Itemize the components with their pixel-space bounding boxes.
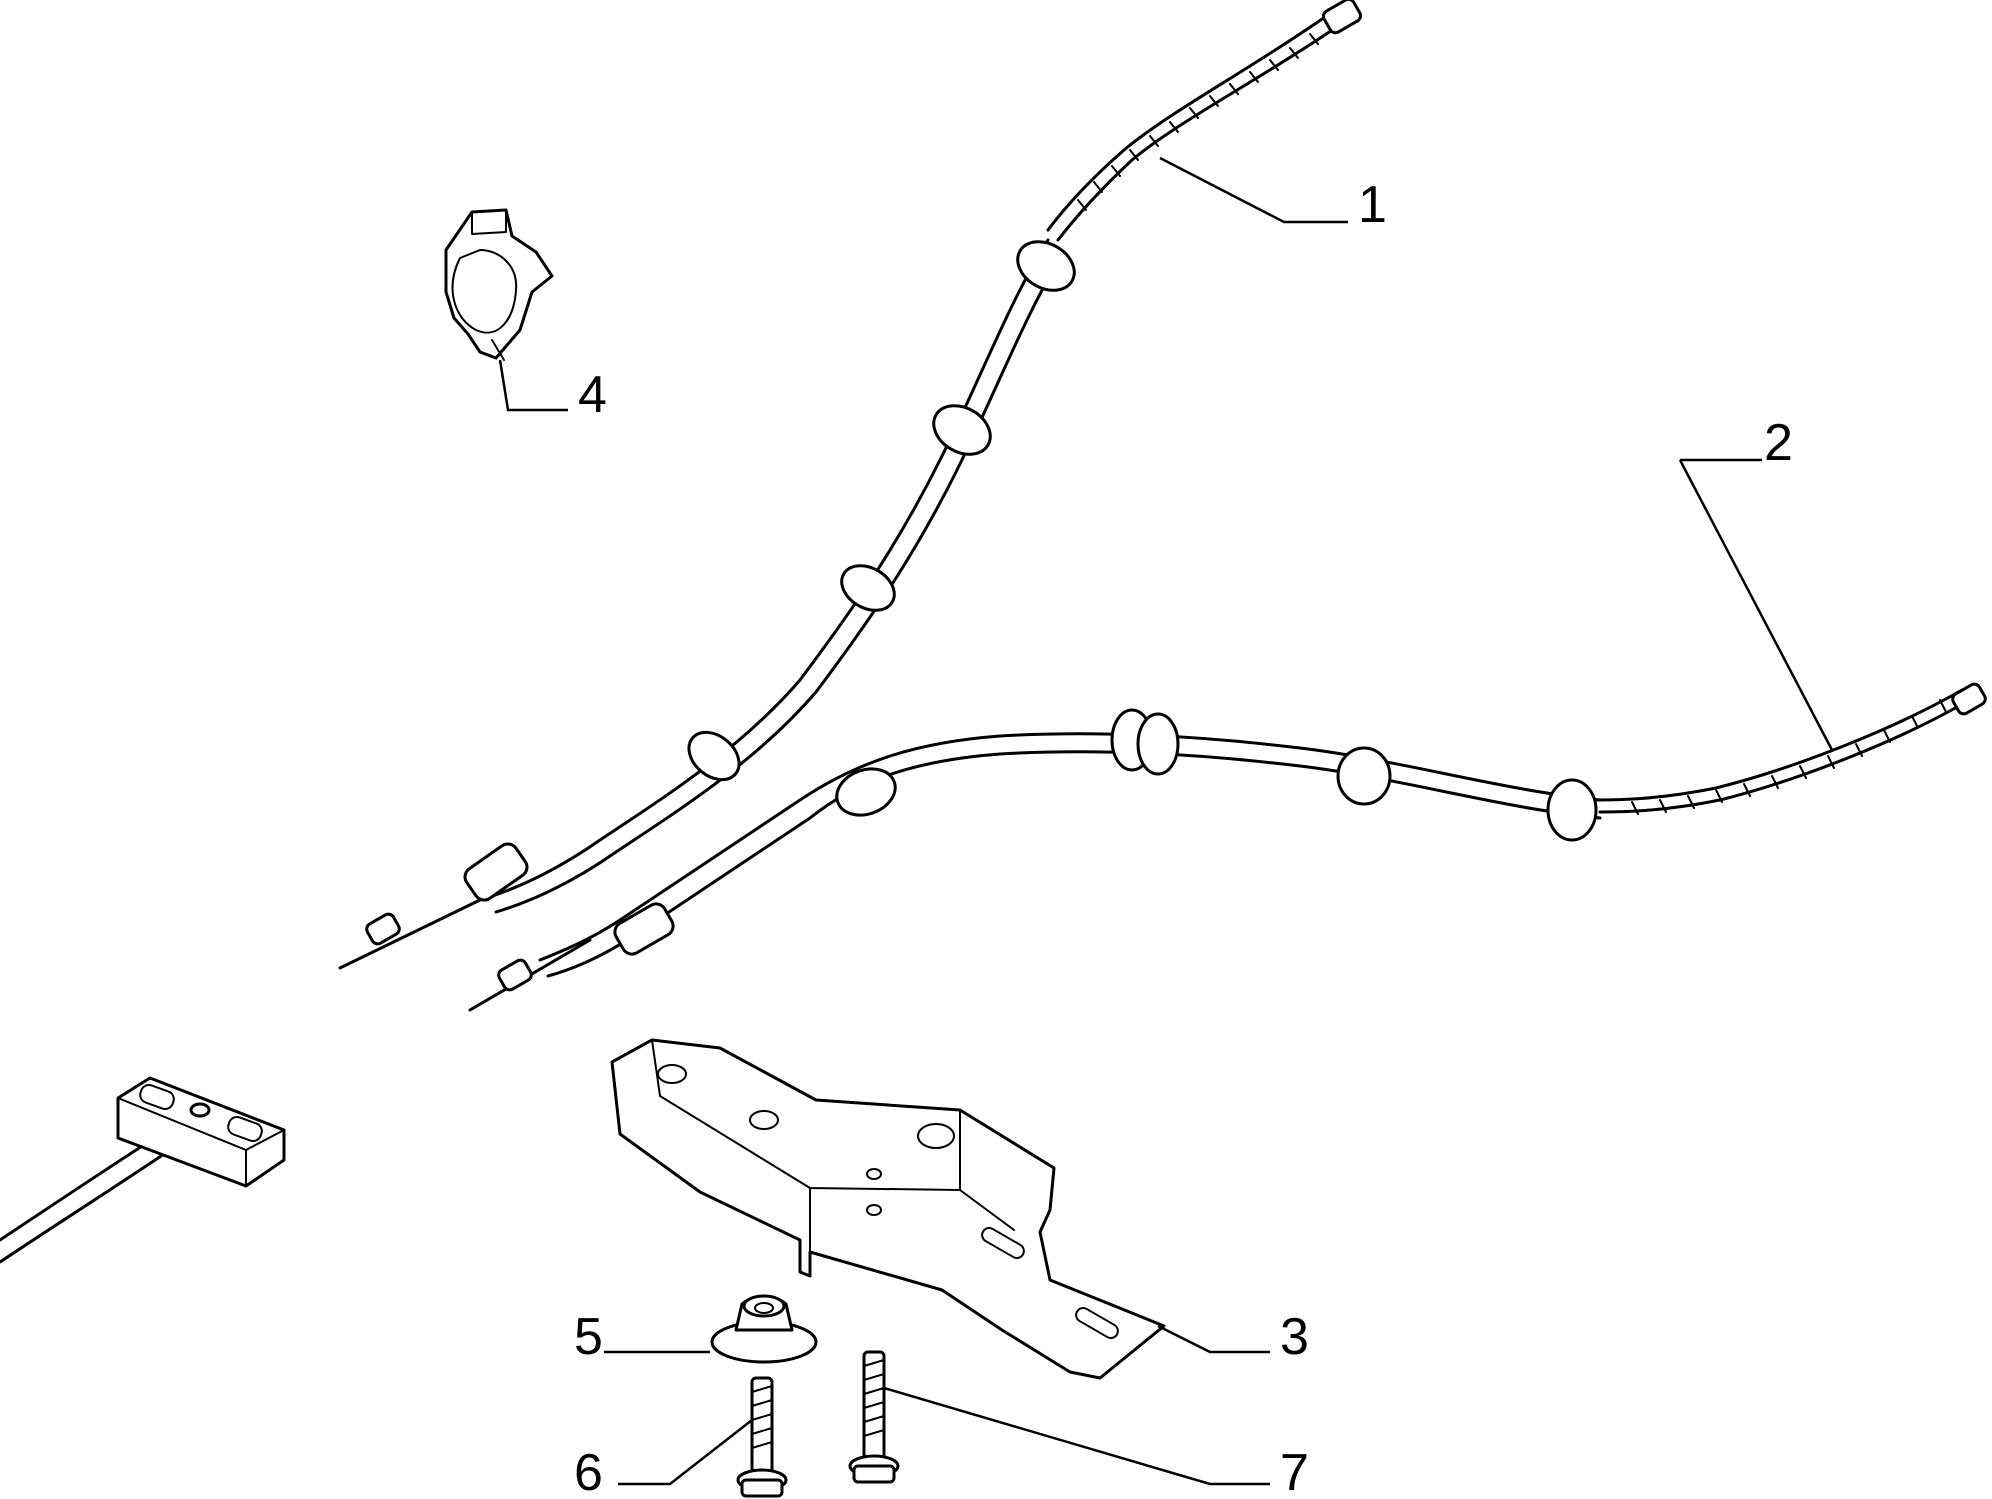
- bolt-short: [736, 1376, 788, 1498]
- cable-end-fitting: [0, 1076, 286, 1264]
- leader-3: [1157, 1324, 1270, 1354]
- callout-3: 3: [1280, 1308, 1309, 1366]
- cable-2: [468, 682, 1987, 1012]
- leader-2: [1678, 458, 1834, 751]
- cable-1: [338, 0, 1363, 970]
- callout-2: 2: [1764, 414, 1793, 472]
- leader-4: [498, 359, 568, 412]
- callout-1: 1: [1358, 176, 1387, 234]
- clip: [444, 208, 554, 361]
- callout-6: 6: [574, 1444, 603, 1499]
- bolt-long: [848, 1350, 900, 1484]
- callout-4: 4: [578, 366, 607, 424]
- leader-7: [883, 1386, 1270, 1486]
- callout-5: 5: [574, 1308, 603, 1366]
- leader-6: [618, 1419, 753, 1486]
- leader-lines: [498, 156, 1834, 1486]
- nut: [710, 1294, 818, 1364]
- leader-1: [1159, 156, 1348, 224]
- callout-7: 7: [1280, 1444, 1309, 1499]
- bracket: [610, 1038, 1166, 1380]
